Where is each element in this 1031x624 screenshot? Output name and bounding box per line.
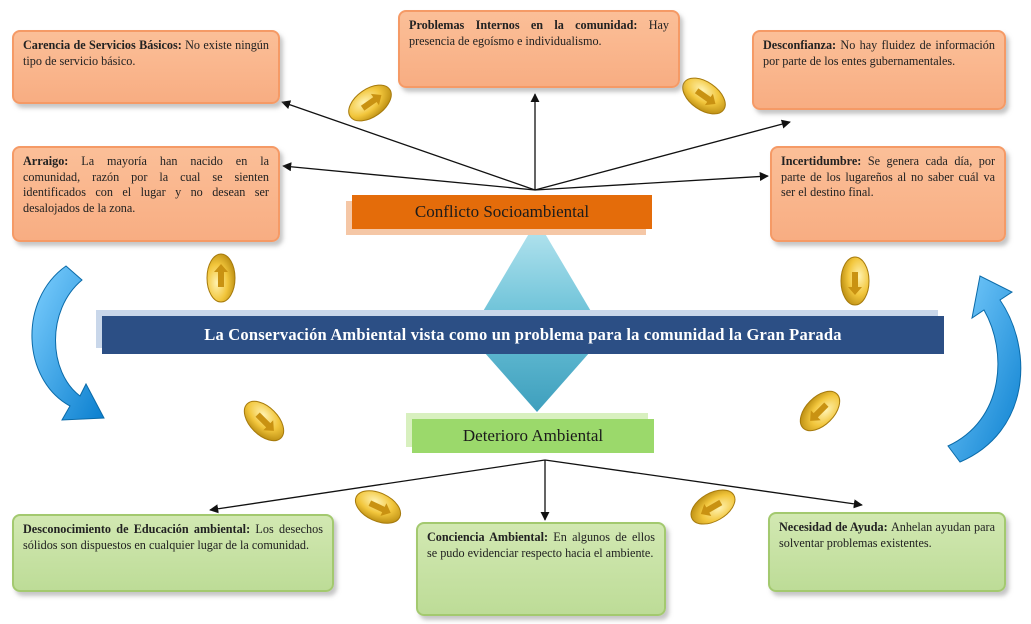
box-desconfianza: Desconfianza: No hay fluidez de informac…: [752, 30, 1006, 110]
box-conciencia-ambiental: Conciencia Ambiental: En algunos de ello…: [416, 522, 666, 616]
curved-blue-arrow-left-icon: [31, 265, 105, 421]
hub-deterioro-ambiental: Deterioro Ambiental: [412, 419, 654, 453]
connector-to-desconocimiento: [209, 459, 546, 514]
box-text: No hay fluidez de información por parte …: [763, 38, 995, 68]
box-text: Anhelan ayudan para solventar problemas …: [779, 520, 995, 550]
top-connectors: [281, 93, 791, 191]
central-banner: La Conservación Ambiental vista como un …: [102, 316, 944, 354]
coin-arrows: [206, 77, 870, 525]
box-text: No existe ningún tipo de servicio básico…: [23, 38, 269, 68]
box-problemas-internos: Problemas Internos en la comunidad: Hay …: [398, 10, 680, 88]
connector-to-carencia: [281, 100, 536, 191]
box-title: Necesidad de Ayuda:: [779, 520, 891, 534]
connector-to-arraigo: [282, 162, 536, 191]
gold-coin-arrow-icon: [206, 253, 236, 303]
box-carencia-servicios: Carencia de Servicios Básicos: No existe…: [12, 30, 280, 104]
box-text: Se genera cada día, por parte de los lug…: [781, 154, 995, 199]
box-text: Hay presencia de egoísmo e individualism…: [409, 18, 669, 48]
gold-coin-arrow-icon: [348, 84, 392, 122]
box-text: En algunos de ellos se pudo evidenciar r…: [427, 530, 655, 560]
box-arraigo: Arraigo: La mayoría han nacido en la com…: [12, 146, 280, 242]
box-text: Los desechos sólidos son dispuestos en c…: [23, 522, 323, 552]
connector-to-incertidumbre: [534, 171, 769, 191]
box-title: Problemas Internos en la comunidad:: [409, 18, 649, 32]
box-title: Carencia de Servicios Básicos:: [23, 38, 186, 52]
hub-conflicto-socioambiental: Conflicto Socioambiental: [352, 195, 652, 229]
gold-coin-arrow-icon: [682, 77, 726, 115]
box-title: Incertidumbre:: [781, 154, 868, 168]
box-necesidad-ayuda: Necesidad de Ayuda: Anhelan ayudan para …: [768, 512, 1006, 592]
connector-to-desconfianza: [534, 119, 791, 191]
connector-to-necesidad: [544, 459, 863, 509]
box-desconocimiento-educacion: Desconocimiento de Educación ambiental: …: [12, 514, 334, 592]
bottom-connectors: [209, 459, 863, 521]
gold-coin-arrow-icon: [799, 390, 841, 432]
box-title: Arraigo:: [23, 154, 82, 168]
gold-coin-arrow-icon: [840, 256, 870, 306]
gold-coin-arrow-icon: [354, 490, 402, 524]
gold-coin-arrow-icon: [243, 400, 285, 442]
box-title: Conciencia Ambiental:: [427, 530, 554, 544]
gold-coin-arrow-icon: [690, 489, 736, 525]
curved-blue-arrow-right-icon: [947, 275, 1022, 463]
box-incertidumbre: Incertidumbre: Se genera cada día, por p…: [770, 146, 1006, 242]
box-text: La mayoría han nacido en la comunidad, r…: [23, 154, 269, 215]
box-title: Desconfianza:: [763, 38, 841, 52]
box-title: Desconocimiento de Educación ambiental:: [23, 522, 256, 536]
